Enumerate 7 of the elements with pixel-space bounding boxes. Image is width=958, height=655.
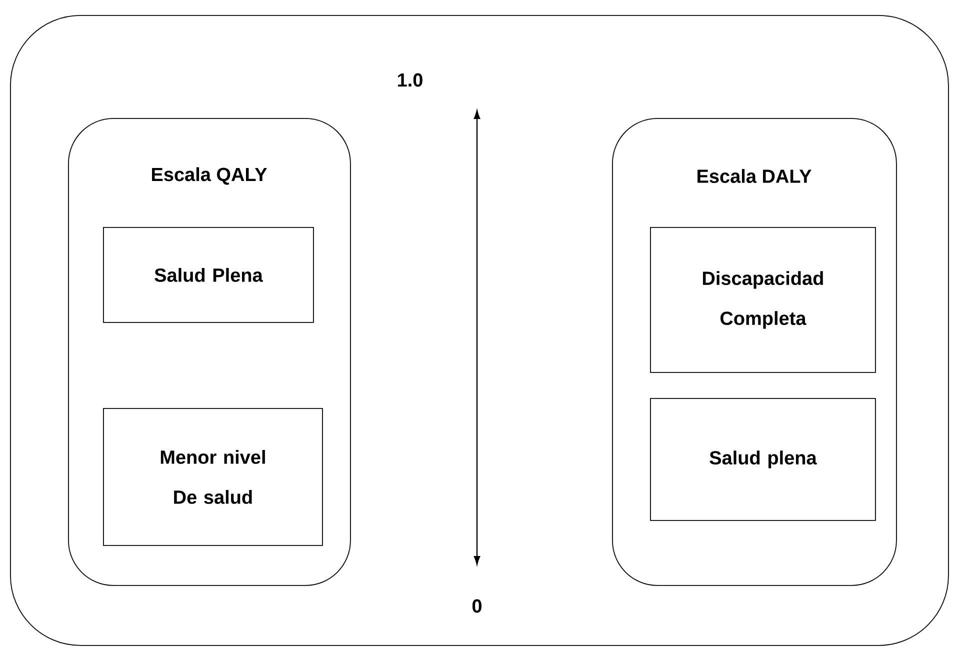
state-box: Salud Plena <box>103 227 314 323</box>
state-box: Menor nivel De salud <box>103 408 323 546</box>
state-box: Discapacidad Completa <box>650 227 876 373</box>
outer-frame <box>10 15 949 646</box>
scale-value: 0 <box>472 599 482 613</box>
scale-value: 1.0 <box>398 73 422 87</box>
state-box: Salud plena <box>650 398 876 521</box>
